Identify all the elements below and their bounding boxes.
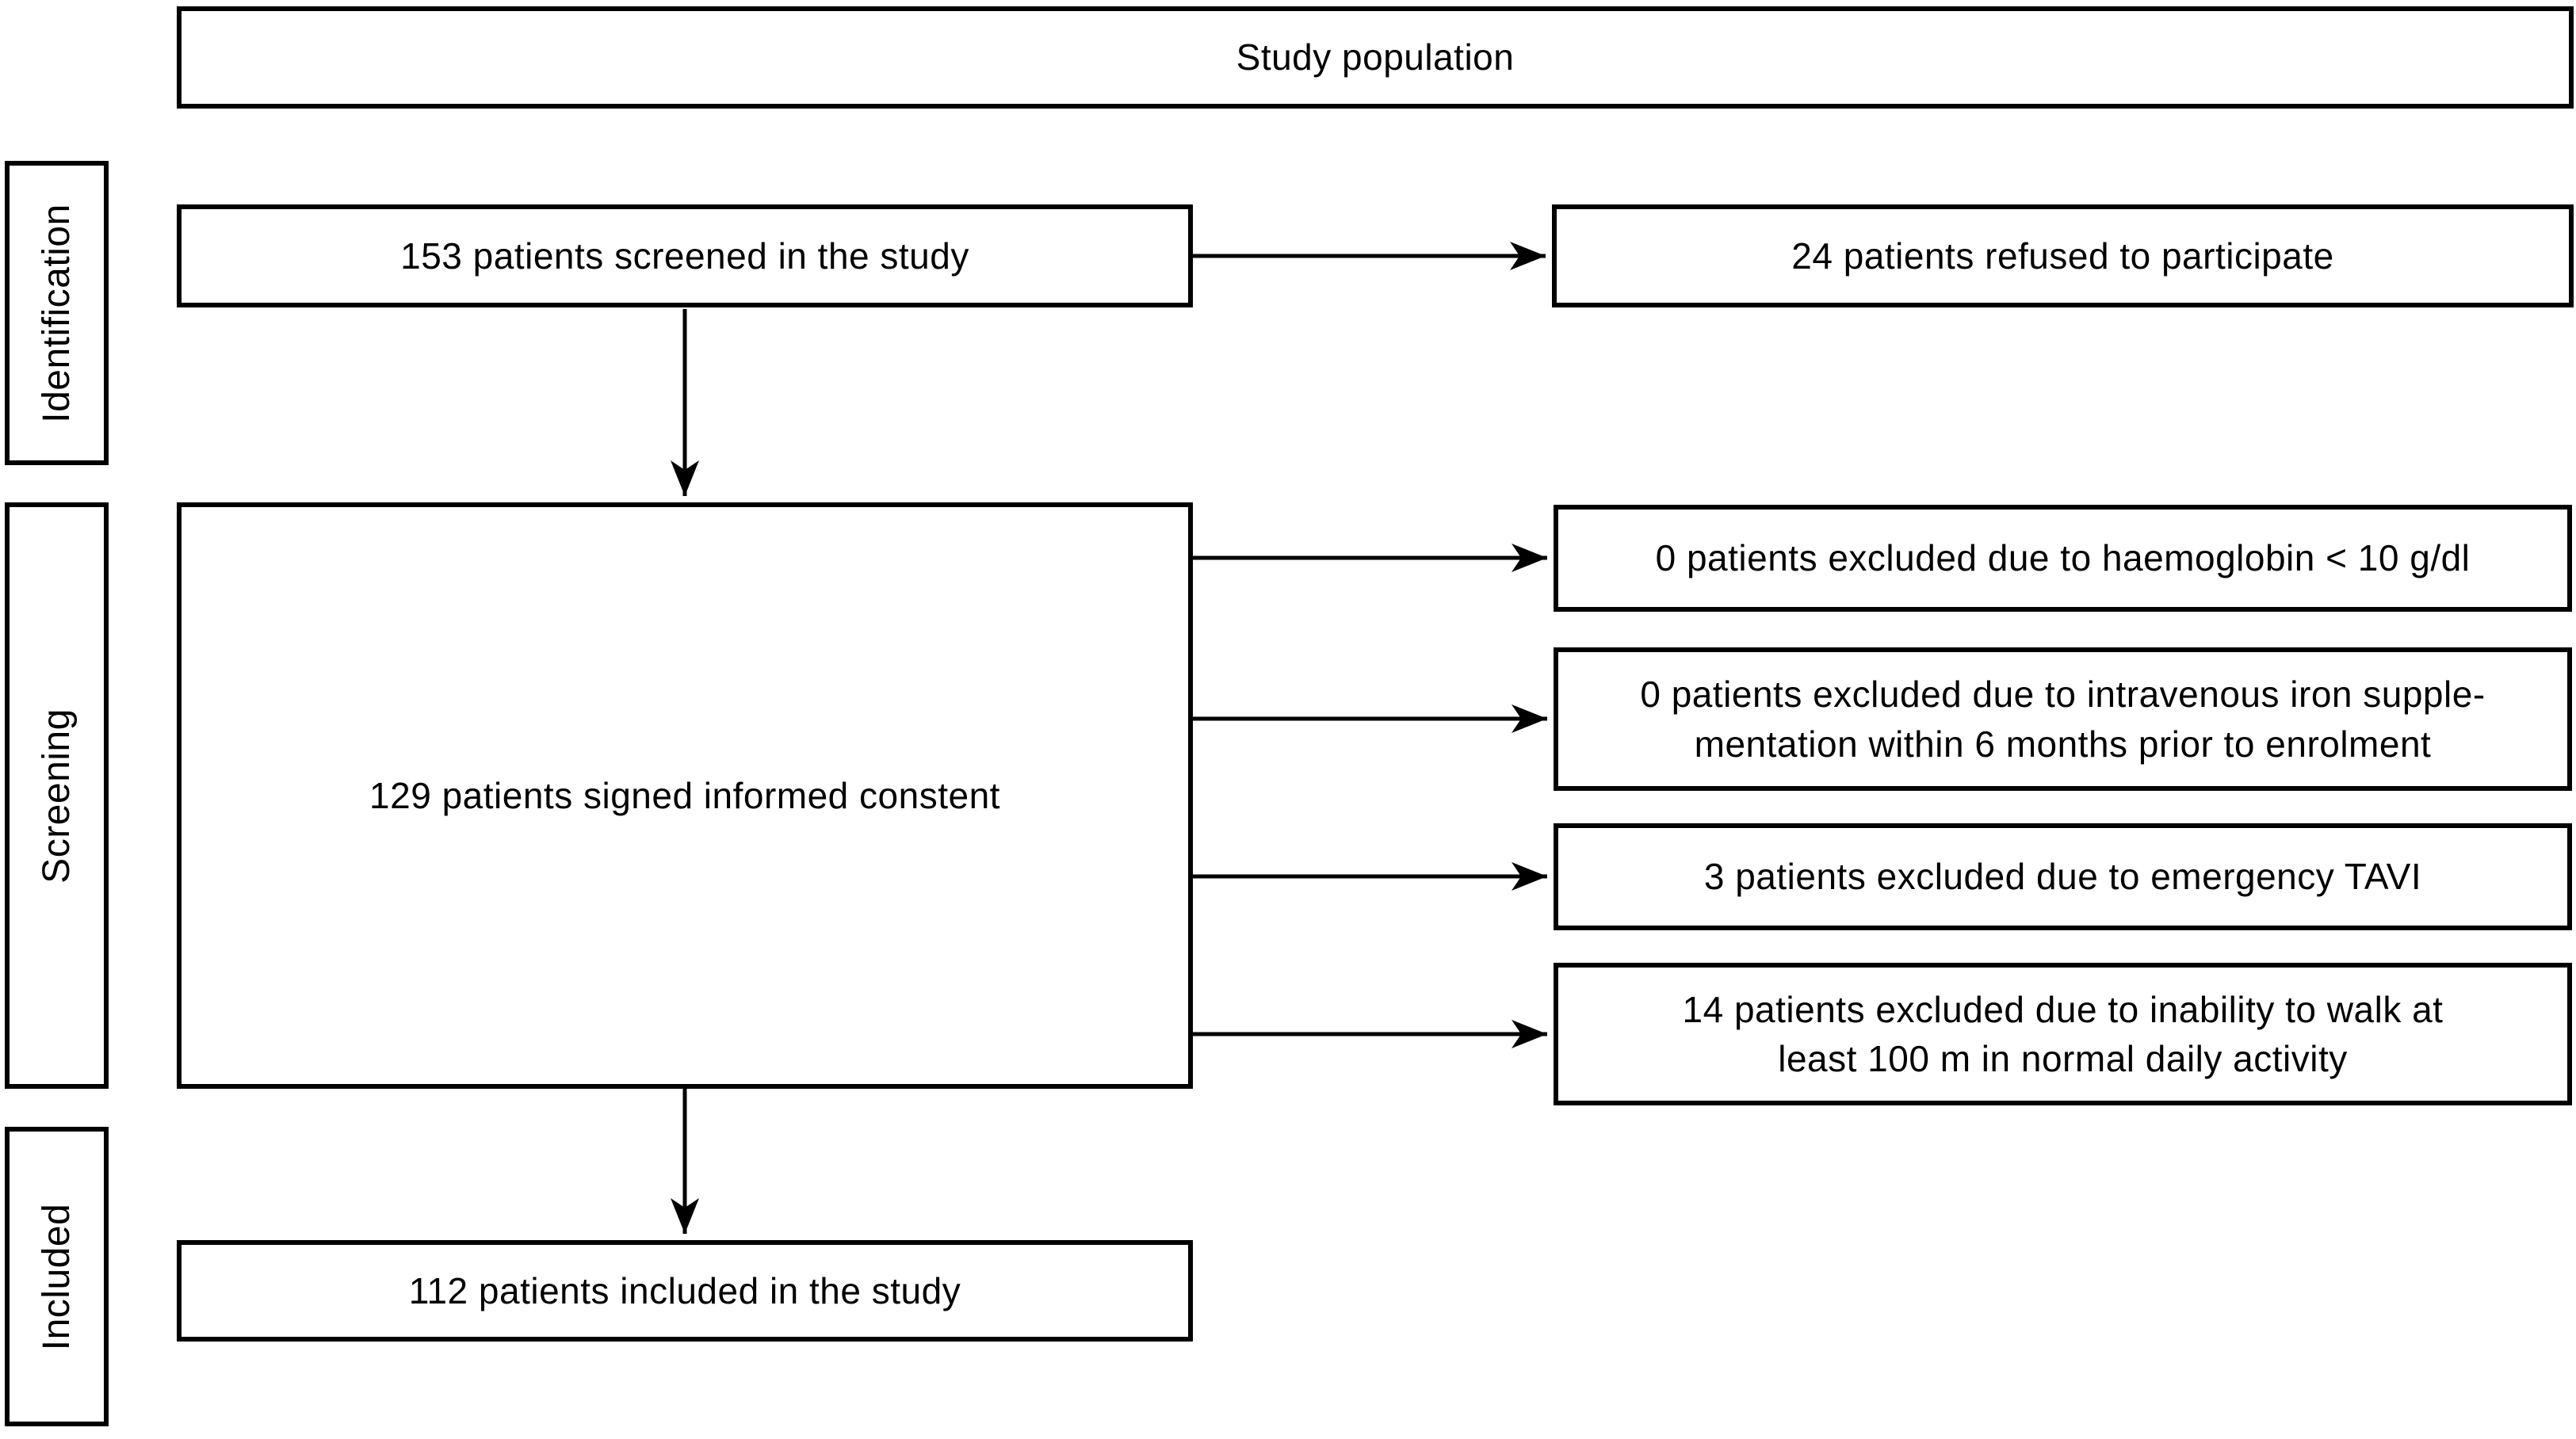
excluded-walk-label: 14 patients excluded due to inability to… bbox=[1682, 988, 2444, 1079]
consented-patients-box: 129 patients signed informed constent bbox=[177, 502, 1193, 1089]
stage-identification-box: Identification bbox=[5, 161, 109, 465]
screened-patients-label: 153 patients screened in the study bbox=[400, 235, 969, 277]
screened-patients-box: 153 patients screened in the study bbox=[177, 204, 1193, 307]
consented-patients-label: 129 patients signed informed constent bbox=[369, 774, 1000, 816]
stage-included-label: Included bbox=[36, 1203, 78, 1350]
included-patients-label: 112 patients included in the study bbox=[408, 1269, 961, 1311]
stage-screening-label: Screening bbox=[36, 708, 78, 884]
stage-included-box: Included bbox=[5, 1127, 109, 1426]
study-population-box: Study population bbox=[177, 6, 2574, 109]
excluded-tavi-label: 3 patients excluded due to emergency TAV… bbox=[1703, 856, 2422, 898]
refused-patients-box: 24 patients refused to participate bbox=[1552, 204, 2574, 307]
refused-patients-label: 24 patients refused to participate bbox=[1791, 235, 2334, 277]
excluded-haemoglobin-box: 0 patients excluded due to haemoglobin <… bbox=[1554, 505, 2572, 612]
excluded-haemoglobin-label: 0 patients excluded due to haemoglobin <… bbox=[1655, 537, 2471, 579]
study-population-label: Study population bbox=[1236, 36, 1515, 78]
excluded-walk-box: 14 patients excluded due to inability to… bbox=[1554, 963, 2572, 1105]
excluded-iron-box: 0 patients excluded due to intravenous i… bbox=[1554, 647, 2572, 791]
stage-screening-box: Screening bbox=[5, 502, 109, 1089]
included-patients-box: 112 patients included in the study bbox=[177, 1240, 1193, 1342]
stage-identification-label: Identification bbox=[36, 203, 78, 423]
excluded-iron-label: 0 patients excluded due to intravenous i… bbox=[1640, 674, 2486, 765]
excluded-tavi-box: 3 patients excluded due to emergency TAV… bbox=[1554, 823, 2572, 930]
